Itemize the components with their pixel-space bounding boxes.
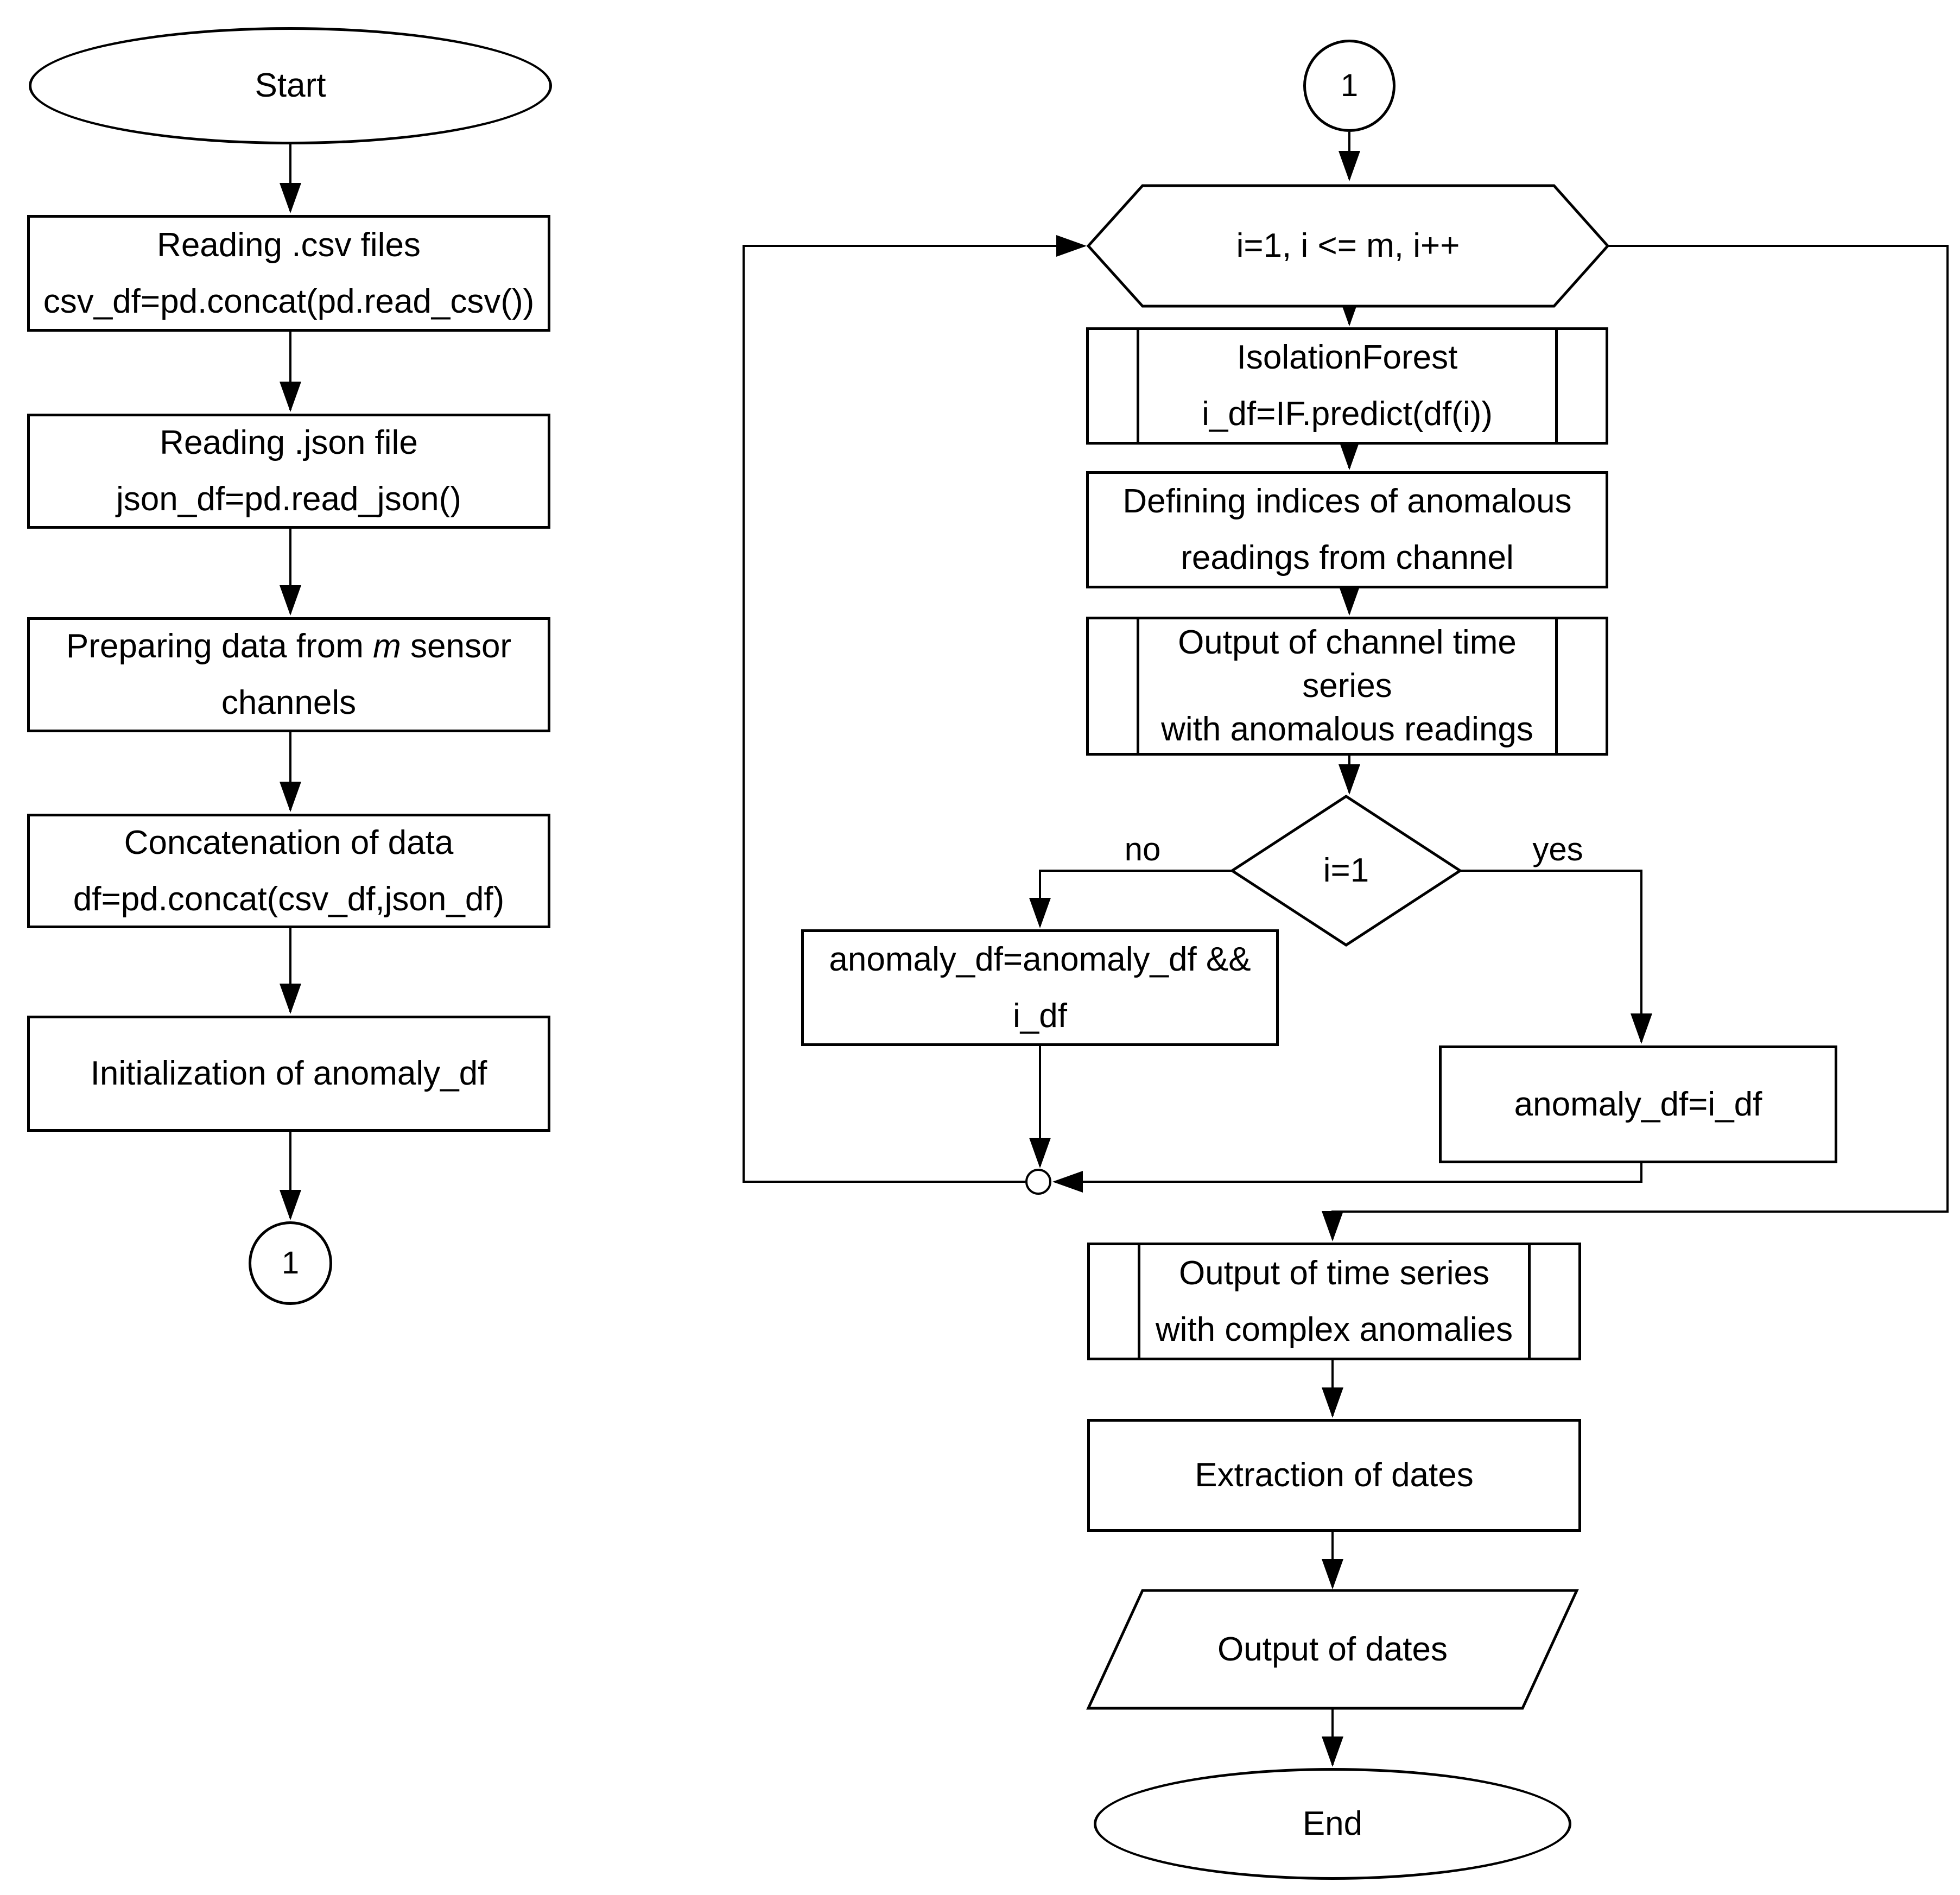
process-extraction-dates: Extraction of dates bbox=[1087, 1419, 1581, 1532]
decision-diamond-shape bbox=[1229, 795, 1463, 947]
edge-decision-yes bbox=[1460, 870, 1652, 1044]
merge-junction-circle bbox=[1025, 1169, 1051, 1195]
concat-line1: Concatenation of data bbox=[124, 823, 454, 861]
process-defining-indices: Defining indices of anomalous readings f… bbox=[1086, 471, 1608, 588]
output-channel-line2: series bbox=[1302, 667, 1392, 705]
loop-hexagon-shape bbox=[1086, 184, 1610, 308]
read-csv-line2: csv_df=pd.concat(pd.read_csv()) bbox=[43, 282, 535, 320]
process-anomalydf-assign: anomaly_df=i_df bbox=[1439, 1045, 1837, 1163]
output-dates-label: Output of dates bbox=[1217, 1630, 1448, 1668]
connector-1-in-label: 1 bbox=[1340, 68, 1359, 103]
start-label: Start bbox=[255, 67, 326, 104]
edge-label-no: no bbox=[1102, 829, 1183, 869]
edge-decision-no bbox=[1029, 870, 1232, 928]
end-label: End bbox=[1302, 1805, 1363, 1842]
process-prepare-data: Preparing data from m sensor channels bbox=[27, 617, 550, 732]
read-json-line2: json_df=pd.read_json() bbox=[116, 480, 461, 518]
connector-1-out: 1 bbox=[249, 1221, 332, 1305]
prepare-line1: Preparing data from m sensor bbox=[66, 618, 511, 675]
edge-loopexit bbox=[1322, 245, 1949, 1241]
loop-label: i=1, i <= m, i++ bbox=[1236, 227, 1460, 264]
isolation-line1: IsolationForest bbox=[1236, 339, 1458, 376]
init-label: Initialization of anomaly_df bbox=[90, 1055, 487, 1092]
connector-1-out-label: 1 bbox=[281, 1245, 300, 1281]
defining-line2: readings from channel bbox=[1181, 539, 1514, 576]
connector-1-in: 1 bbox=[1303, 40, 1396, 132]
concat-line2: df=pd.concat(csv_df,json_df) bbox=[73, 880, 505, 918]
no-box-line2: i_df bbox=[1013, 997, 1067, 1035]
process-init-anomalydf: Initialization of anomaly_df bbox=[27, 1016, 550, 1132]
no-label-text: no bbox=[1124, 831, 1161, 867]
output-channel-line1: Output of channel time bbox=[1178, 624, 1517, 661]
predefined-process-bar bbox=[1555, 330, 1558, 442]
predefined-output-timeseries: Output of time series with complex anoma… bbox=[1087, 1243, 1581, 1360]
yes-box-label: anomaly_df=i_df bbox=[1514, 1085, 1762, 1123]
prepare-line1-m: m bbox=[373, 628, 401, 665]
output-dates-parallelogram-shape bbox=[1086, 1589, 1579, 1710]
predefined-isolation-forest: IsolationForest i_df=IF.predict(df(i)) bbox=[1086, 327, 1608, 445]
loop-limit-hexagon: i=1, i <= m, i++ bbox=[1088, 186, 1608, 306]
end-terminator: End bbox=[1094, 1768, 1571, 1880]
predefined-process-bar bbox=[1528, 1245, 1531, 1358]
yes-label-text: yes bbox=[1532, 831, 1583, 867]
defining-line1: Defining indices of anomalous bbox=[1122, 483, 1572, 520]
decision-i-equals-1: i=1 bbox=[1232, 796, 1460, 945]
output-channel-line3: with anomalous readings bbox=[1161, 711, 1533, 748]
prepare-line1-post: sensor bbox=[410, 628, 512, 665]
predefined-process-bar bbox=[1138, 1245, 1140, 1358]
output-ts-line2: with complex anomalies bbox=[1155, 1310, 1513, 1348]
process-read-csv: Reading .csv files csv_df=pd.concat(pd.r… bbox=[27, 215, 550, 332]
prepare-line1-pre: Preparing data from bbox=[66, 628, 364, 665]
process-read-json: Reading .json file json_df=pd.read_json(… bbox=[27, 414, 550, 529]
prepare-line2: channels bbox=[221, 684, 357, 721]
start-terminator: Start bbox=[29, 27, 552, 144]
process-anomalydf-and: anomaly_df=anomaly_df && i_df bbox=[801, 929, 1279, 1046]
read-json-line1: Reading .json file bbox=[160, 424, 418, 461]
isolation-line2: i_df=IF.predict(df(i)) bbox=[1202, 395, 1493, 433]
edge-loopback bbox=[743, 235, 1087, 1183]
output-ts-line1: Output of time series bbox=[1178, 1254, 1490, 1292]
no-box-line1: anomaly_df=anomaly_df && bbox=[829, 940, 1251, 978]
predefined-process-bar bbox=[1555, 619, 1558, 753]
predefined-output-channel: Output of channel time series with anoma… bbox=[1086, 617, 1608, 756]
edge-label-yes: yes bbox=[1517, 829, 1599, 869]
read-csv-line1: Reading .csv files bbox=[157, 226, 421, 264]
predefined-process-bar bbox=[1137, 330, 1139, 442]
data-output-dates: Output of dates bbox=[1088, 1590, 1577, 1708]
decision-label: i=1 bbox=[1323, 852, 1369, 889]
predefined-process-bar bbox=[1137, 619, 1139, 753]
edge-yesbox-to-junction bbox=[1052, 1163, 1642, 1193]
extraction-label: Extraction of dates bbox=[1195, 1456, 1474, 1494]
process-concatenation: Concatenation of data df=pd.concat(csv_d… bbox=[27, 814, 550, 928]
